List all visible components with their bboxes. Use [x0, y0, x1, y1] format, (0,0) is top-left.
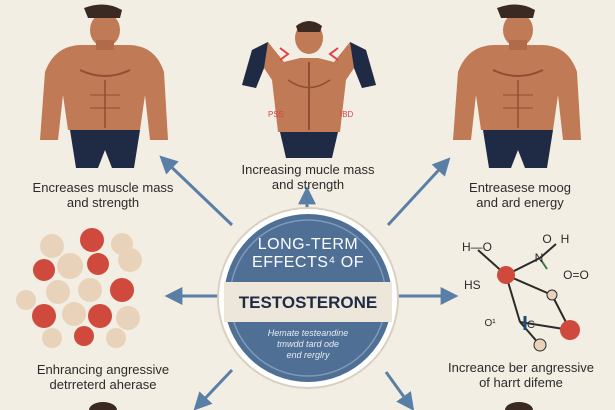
atom-label-n: N: [534, 251, 544, 265]
caption-top-center-line1: Increasing mucle mass: [241, 162, 375, 177]
atom-label-c: C: [527, 319, 535, 331]
atom-label-hs: HS: [464, 278, 481, 292]
caption-top-center-line2: and strength: [271, 177, 345, 192]
center-badge: [217, 207, 399, 389]
molecule: [477, 243, 580, 352]
atom-label-o-eq: O=O: [563, 268, 589, 282]
hormone-cluster: [16, 228, 142, 348]
tag-left: PSS: [268, 110, 285, 119]
caption-bottom-left-line1: Enhrancing angressive: [36, 362, 170, 377]
bottom-figures: [89, 402, 533, 410]
caption-top-right: Entreasese moog and ard energy: [430, 180, 610, 210]
center-title-main: TESTOSTERONE: [238, 293, 378, 312]
caption-bottom-left-line2: detrreterd aherase: [49, 377, 157, 392]
caption-top-right-line1: Entreasese moog: [469, 180, 571, 195]
caption-bottom-right-line1: Increance ber angressive: [448, 360, 594, 375]
caption-bottom-right: Increance ber angressive of harrt difeme: [430, 360, 612, 390]
tag-right: IBD: [340, 110, 354, 119]
caption-top-right-line2: and ard energy: [476, 195, 564, 210]
caption-bottom-left: Enhrancing angressive detrreterd aherase: [8, 362, 198, 392]
caption-top-center: Increasing mucle mass and strength: [222, 162, 394, 192]
arrow-top-right: [386, 157, 451, 227]
arrow-top-left: [159, 155, 234, 227]
center-subtitle: Hemate testeandine tmwdd tard ode end re…: [250, 328, 366, 361]
arrow-bottom-right: [384, 371, 415, 410]
center-sub-line2: tmwdd tard ode: [276, 339, 340, 349]
center-sub-line1: Hemate testeandine: [267, 328, 349, 338]
arrow-bottom-left: [193, 368, 234, 410]
caption-top-left-line2: and strength: [66, 195, 140, 210]
figure-top-left: [40, 4, 168, 168]
atom-label-oh: O¹: [484, 318, 496, 329]
atom-label-h-top: H: [560, 232, 570, 246]
center-title-line2: EFFECTS⁴ OF: [252, 254, 364, 271]
figure-top-right: [453, 4, 581, 168]
center-title: LONG-TERM EFFECTS⁴ OF: [222, 236, 394, 272]
atom-label-h-o: H—O: [462, 240, 492, 254]
caption-bottom-right-line2: of harrt difeme: [479, 375, 563, 390]
atom-label-o-top: O: [542, 232, 552, 246]
figure-top-center: [242, 21, 376, 158]
center-sub-line3: end rerglry: [286, 350, 330, 360]
center-banner: [224, 282, 392, 322]
caption-top-left-line1: Encreases muscle mass: [32, 180, 174, 195]
center-title-line1: LONG-TERM: [257, 236, 359, 253]
arrows: [159, 155, 459, 410]
caption-top-left: Encreases muscle mass and strength: [8, 180, 198, 210]
